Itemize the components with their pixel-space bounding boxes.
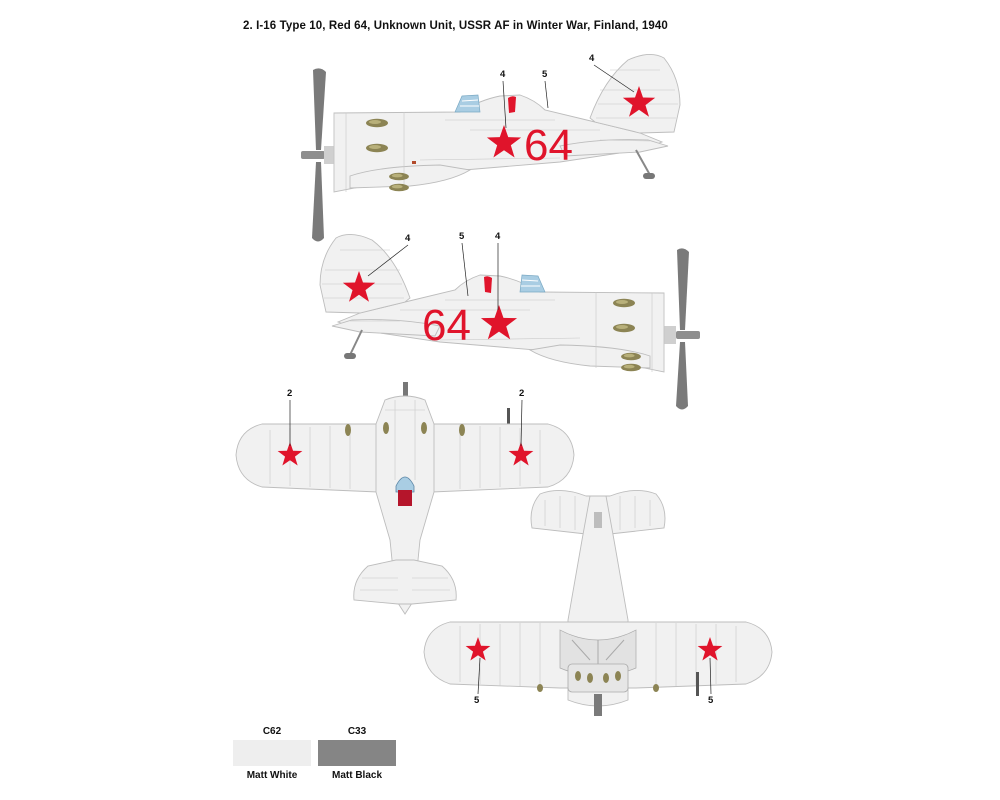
- swatch-matt-black: [318, 740, 396, 766]
- profile-caption: 2. I-16 Type 10, Red 64, Unknown Unit, U…: [243, 20, 668, 32]
- swatch-matt-white: [233, 740, 311, 766]
- callout-bottom-2: 5: [708, 695, 714, 706]
- top-view: 2 2: [235, 382, 575, 615]
- propeller-right-side: [664, 248, 700, 410]
- propeller-left-side: [301, 68, 334, 242]
- left-side-view: 64 4 5 4: [301, 53, 681, 242]
- tailplane-top-view: [353, 559, 457, 605]
- fuselage-number-right: 64: [422, 301, 471, 350]
- swatch-code-2: C33: [347, 726, 367, 737]
- callout-left-1: 4: [500, 69, 506, 80]
- callout-left-3: 4: [589, 53, 595, 64]
- callout-right-2: 5: [459, 231, 465, 242]
- callout-left-2: 5: [542, 69, 548, 80]
- right-side-view: 64 4 5 4: [319, 231, 700, 410]
- callout-bottom-1: 5: [474, 695, 480, 706]
- tail-fin-right-side: [319, 234, 411, 314]
- fuselage-number-left: 64: [524, 121, 573, 170]
- tail-fin-left-side: [589, 54, 681, 134]
- callout-top-2: 2: [519, 388, 524, 399]
- canopy-top-view: [395, 476, 415, 493]
- callout-right-3: 4: [495, 231, 501, 242]
- callout-right-1: 4: [405, 233, 411, 244]
- swatch-code-1: C62: [262, 726, 282, 737]
- swatch-name-1: Matt White: [246, 770, 298, 781]
- callout-top-1: 2: [287, 388, 292, 399]
- canopy-right-side: [519, 274, 546, 293]
- canopy-left-side: [454, 94, 481, 113]
- swatch-name-2: Matt Black: [331, 770, 382, 781]
- bottom-view: 5 5: [423, 490, 773, 716]
